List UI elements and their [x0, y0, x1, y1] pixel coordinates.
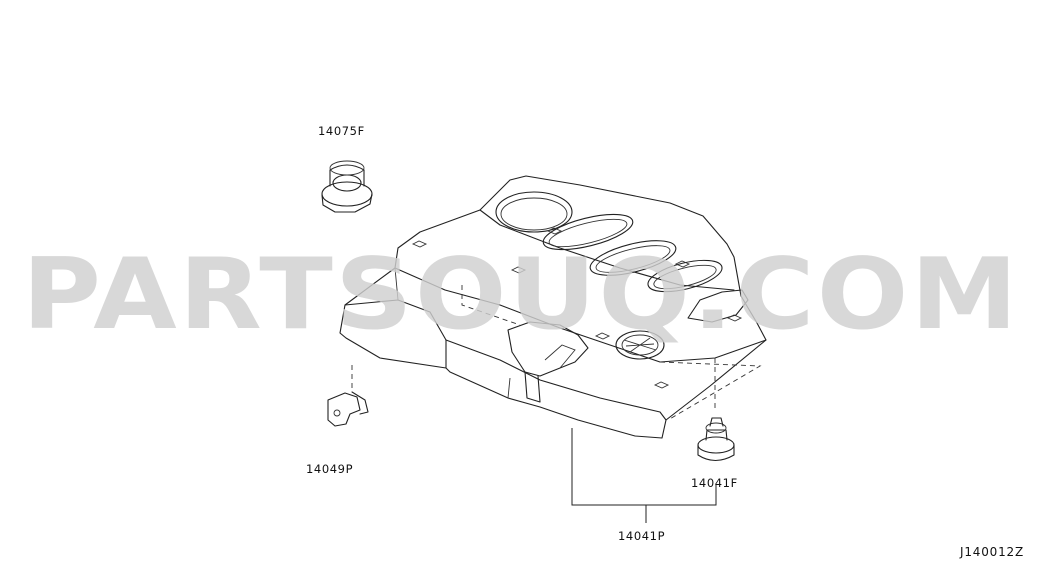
leader-lines	[571, 428, 717, 523]
grommet-14041f-drawing	[697, 417, 735, 462]
part-label-14041p: 14041P	[618, 529, 665, 543]
part-label-14075f: 14075F	[318, 124, 365, 138]
bracket-14049p-drawing	[327, 365, 369, 427]
part-label-14041f: 14041F	[691, 476, 738, 490]
watermark-text: PARTSOUQ.COM	[22, 238, 1020, 352]
diagram-code: J140012Z	[959, 545, 1024, 559]
part-label-14049p: 14049P	[306, 462, 353, 476]
engine-cover-drawing	[339, 175, 767, 439]
clip-14075f-drawing	[321, 160, 373, 213]
